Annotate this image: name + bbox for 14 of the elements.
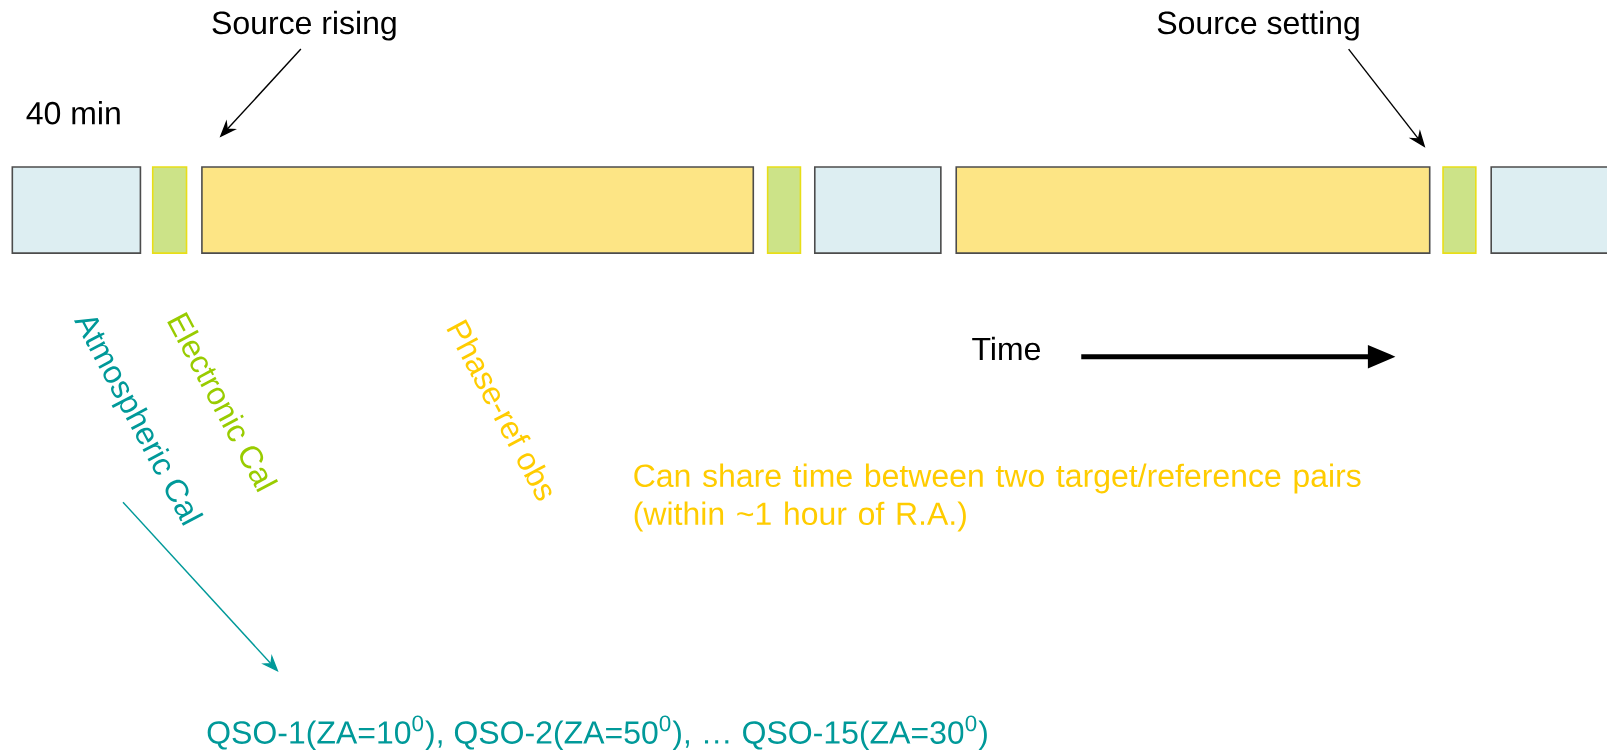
observation-bar (201, 166, 755, 254)
annotation-text: Source setting (1157, 10, 1359, 41)
calibration-bar (766, 166, 802, 254)
annotation-text: Source rising (212, 10, 396, 41)
observation-bar (955, 166, 1431, 254)
axis-label: Time (972, 336, 1040, 361)
note-text: Can share time between two target/reference pairs (within ~1 hour of R.A.) (634, 463, 1361, 532)
calibration-bar (151, 166, 188, 254)
calibration-bar (1442, 166, 1477, 254)
calibration-bar (1490, 166, 1607, 254)
calibration-bar (814, 166, 942, 254)
duration-label: 40 min (26, 100, 120, 125)
source-list: QSO-1(ZA=10$^{0}$), QSO-2(ZA=50$^{0}$), … QSO-15(ZA=30$^{0}$) (207, 715, 987, 750)
calibration-bar (11, 166, 142, 254)
